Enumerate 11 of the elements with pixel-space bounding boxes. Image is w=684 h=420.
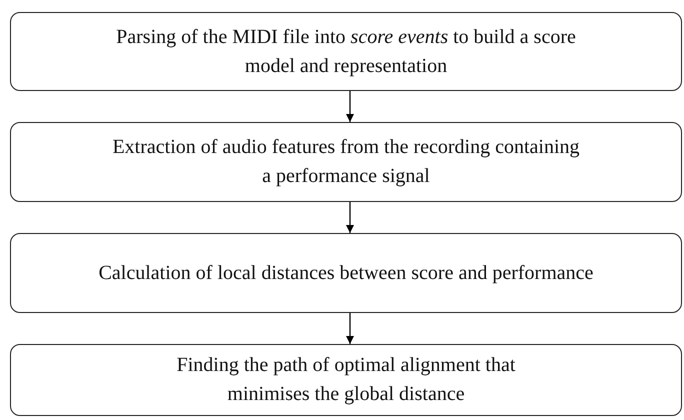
process-box <box>10 12 682 91</box>
arrow <box>346 91 354 122</box>
arrow <box>346 202 354 233</box>
step-text: Finding the path of optimal alignment that minimises the global distance <box>176 353 516 407</box>
step-text: Extraction of audio features from the recording containing a performance signal <box>111 135 581 189</box>
step-text: Parsing of the MIDI file into score events to build a score model and representation <box>115 24 577 78</box>
process-box <box>10 233 682 313</box>
arrow <box>346 313 354 344</box>
step-text: Calculation of local distances between score and performance <box>98 260 594 286</box>
process-box <box>10 344 682 416</box>
process-box <box>10 122 682 202</box>
